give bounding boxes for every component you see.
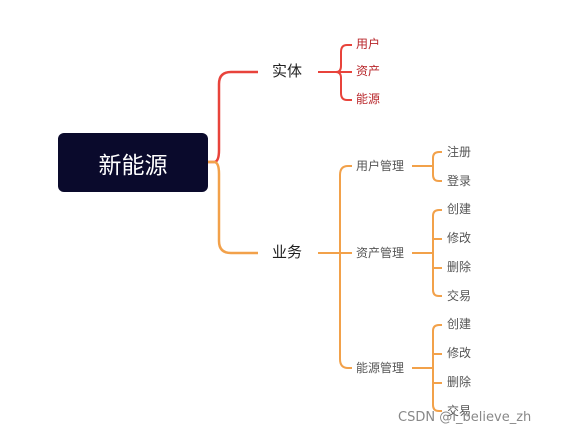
- leaf-energy-create[interactable]: 创建: [447, 317, 472, 331]
- connector-root-entity: [208, 70, 258, 164]
- leaf-asset-trade[interactable]: 交易: [447, 289, 472, 303]
- business-item-energy-mgmt[interactable]: 能源管理: [356, 361, 405, 375]
- connector-root-business: [208, 160, 258, 255]
- leaf-login[interactable]: 登录: [447, 174, 472, 188]
- branch-entity[interactable]: 实体: [272, 62, 303, 80]
- root-label: 新能源: [98, 152, 168, 179]
- connector-entity-energy: [332, 71, 352, 101]
- entity-item-asset[interactable]: 资产: [356, 64, 381, 78]
- leaf-energy-modify[interactable]: 修改: [447, 346, 472, 360]
- leaf-register[interactable]: 注册: [447, 145, 472, 159]
- branch-business[interactable]: 业务: [272, 243, 303, 261]
- leaf-asset-modify[interactable]: 修改: [447, 231, 472, 245]
- connector-entity-user: [332, 44, 352, 73]
- business-item-user-mgmt[interactable]: 用户管理: [356, 159, 405, 173]
- leaf-asset-delete[interactable]: 删除: [447, 260, 472, 274]
- leaf-energy-trade[interactable]: 交易: [447, 404, 472, 418]
- connector-usermgmt: [424, 151, 442, 182]
- watermark: CSDN @I_believe_zh: [398, 410, 532, 425]
- connector-business-group: [330, 165, 352, 369]
- connector-energymgmt: [424, 324, 442, 412]
- entity-item-energy[interactable]: 能源: [356, 92, 381, 106]
- business-item-asset-mgmt[interactable]: 资产管理: [356, 246, 405, 260]
- leaf-energy-delete[interactable]: 删除: [447, 375, 472, 389]
- connector-assetmgmt: [424, 209, 442, 297]
- entity-item-user[interactable]: 用户: [356, 37, 381, 51]
- root-node[interactable]: 新能源: [58, 133, 208, 192]
- leaf-asset-create[interactable]: 创建: [447, 202, 472, 216]
